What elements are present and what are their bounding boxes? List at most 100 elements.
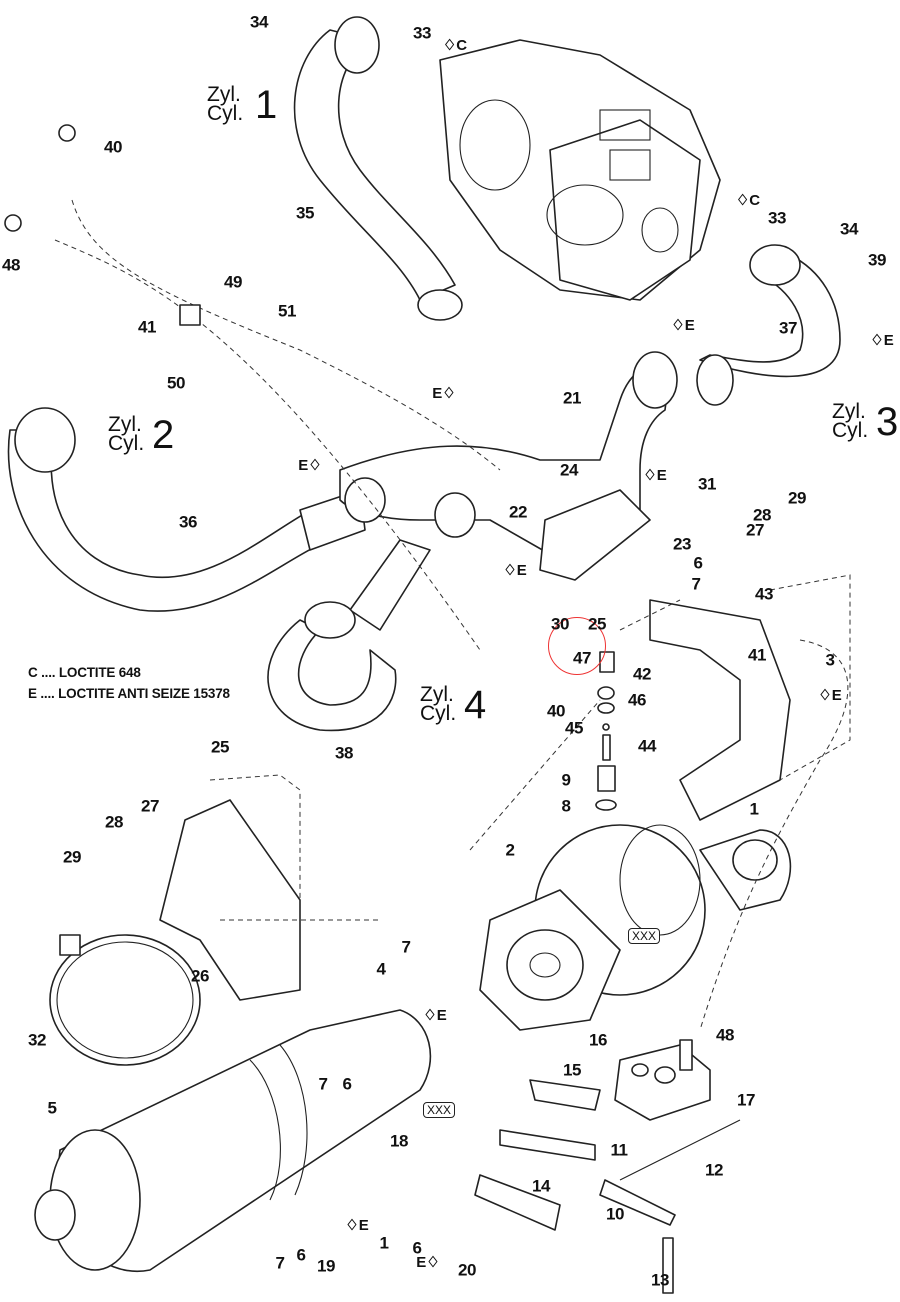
callout-part-31: 31 xyxy=(698,474,716,494)
callout-part-5: 5 xyxy=(47,1098,57,1118)
turbocharger-2 xyxy=(469,699,792,1031)
drop-code: E xyxy=(358,1217,369,1234)
legend-item-e: E .... LOCTITE ANTI SEIZE 15378 xyxy=(28,686,230,701)
drop-icon: ♢ xyxy=(423,1007,437,1024)
callout-part-6: 6 xyxy=(412,1238,422,1258)
callout-part-17: 17 xyxy=(737,1090,755,1110)
xxx-tag: XXX xyxy=(628,928,661,944)
callout-part-41: 41 xyxy=(138,317,156,337)
callout-part-13: 13 xyxy=(651,1270,669,1290)
drop-code: E xyxy=(656,467,667,484)
legend-item-c: C .... LOCTITE 648 xyxy=(28,665,141,680)
heat-shield-26 xyxy=(159,774,380,1001)
cyl-label-de: Zyl. xyxy=(207,83,241,106)
callout-part-20: 20 xyxy=(458,1260,476,1280)
callout-part-46: 46 xyxy=(628,690,646,710)
callout-part-40: 40 xyxy=(547,701,565,721)
cyl-number: 2 xyxy=(152,413,175,457)
callout-part-48: 48 xyxy=(2,255,20,275)
callout-part-12: 12 xyxy=(705,1160,723,1180)
callout-part-6: 6 xyxy=(296,1245,306,1265)
callout-part-2: 2 xyxy=(505,840,515,860)
callout-part-7: 7 xyxy=(401,937,411,957)
callout-part-39: 39 xyxy=(868,250,886,270)
callout-part-6: 6 xyxy=(693,553,703,573)
cyl-label-en: Cyl. xyxy=(108,432,145,455)
callout-part-1: 1 xyxy=(379,1233,389,1253)
callout-part-23: 23 xyxy=(673,534,691,554)
loctite-drop-e: ♢E xyxy=(643,466,666,484)
callout-part-14: 14 xyxy=(532,1176,550,1196)
xxx-tag: XXX xyxy=(423,1102,456,1118)
cylinder-label-2: Zyl. Cyl. 2 xyxy=(108,413,174,455)
lever-10 xyxy=(599,1179,676,1226)
callout-part-32: 32 xyxy=(28,1030,46,1050)
drop-code: E xyxy=(436,1007,447,1024)
callout-part-43: 43 xyxy=(755,584,773,604)
bolt-13 xyxy=(662,1237,674,1294)
drop-icon: ♢ xyxy=(503,562,517,579)
callout-part-45: 45 xyxy=(565,718,583,738)
muffler-5 xyxy=(34,1009,432,1273)
callout-part-33: 33 xyxy=(768,208,786,228)
drop-code: E xyxy=(831,687,842,704)
cyl-label-en: Cyl. xyxy=(420,702,457,725)
drop-code: E xyxy=(883,332,894,349)
drop-code: E xyxy=(432,385,443,402)
callout-part-6: 6 xyxy=(342,1074,352,1094)
callout-part-37: 37 xyxy=(779,318,797,338)
drop-icon: ♢ xyxy=(442,385,456,402)
callout-part-26: 26 xyxy=(191,966,209,986)
callout-part-29: 29 xyxy=(63,847,81,867)
callout-part-9: 9 xyxy=(561,770,571,790)
cyl-number: 4 xyxy=(464,683,487,727)
drop-icon: ♢ xyxy=(671,317,685,334)
callout-part-18: 18 xyxy=(390,1131,408,1151)
callout-part-44: 44 xyxy=(638,736,656,756)
cyl-number: 1 xyxy=(255,83,278,127)
cyl-label-de: Zyl. xyxy=(108,413,142,436)
loctite-drop-e: ♢E xyxy=(423,1006,446,1024)
cyl-number: 3 xyxy=(876,400,899,444)
callout-part-19: 19 xyxy=(317,1256,335,1276)
callout-part-10: 10 xyxy=(606,1204,624,1224)
loctite-drop-e: E♢ xyxy=(298,456,321,474)
clip-15 xyxy=(529,1079,601,1111)
exhaust-pipe-37 xyxy=(696,244,841,406)
oil-line-assembly xyxy=(4,124,849,1031)
callout-part-48: 48 xyxy=(716,1025,734,1045)
callout-part-38: 38 xyxy=(335,743,353,763)
legend: C .... LOCTITE 648 E .... LOCTITE ANTI S… xyxy=(28,662,230,704)
cyl-label-en: Cyl. xyxy=(832,419,869,442)
callout-part-30: 30 xyxy=(551,614,569,634)
callout-part-27: 27 xyxy=(141,796,159,816)
loctite-drop-c: ♢C xyxy=(443,36,467,54)
callout-part-49: 49 xyxy=(224,272,242,292)
bracket-1 xyxy=(619,574,851,821)
engine-cylinder-head xyxy=(439,39,721,301)
clamp-32 xyxy=(49,934,201,1066)
callout-part-34: 34 xyxy=(840,219,858,239)
cylinder-label-1: Zyl. Cyl. 1 xyxy=(207,83,277,125)
cylinder-label-3: Zyl. Cyl. 3 xyxy=(832,400,898,442)
callout-part-41: 41 xyxy=(748,645,766,665)
lever-arm xyxy=(474,1174,561,1231)
cylinder-label-4: Zyl. Cyl. 4 xyxy=(420,683,486,725)
loctite-drop-c: ♢C xyxy=(736,191,760,209)
loctite-drop-e: ♢E xyxy=(818,686,841,704)
cyl-label-en: Cyl. xyxy=(207,102,244,125)
cyl-label-de: Zyl. xyxy=(420,683,454,706)
callout-part-22: 22 xyxy=(509,502,527,522)
cyl-label-de: Zyl. xyxy=(832,400,866,423)
callout-part-28: 28 xyxy=(105,812,123,832)
exhaust-pipe-35 xyxy=(293,16,463,321)
highlight-circle-part-47 xyxy=(548,617,606,675)
callout-part-8: 8 xyxy=(561,796,571,816)
callout-part-33: 33 xyxy=(413,23,431,43)
exhaust-pipe-36 xyxy=(7,407,366,612)
drop-code: C xyxy=(749,192,761,209)
drop-code: E xyxy=(684,317,695,334)
drop-icon: ♢ xyxy=(643,467,657,484)
spring-14 xyxy=(499,1129,596,1161)
